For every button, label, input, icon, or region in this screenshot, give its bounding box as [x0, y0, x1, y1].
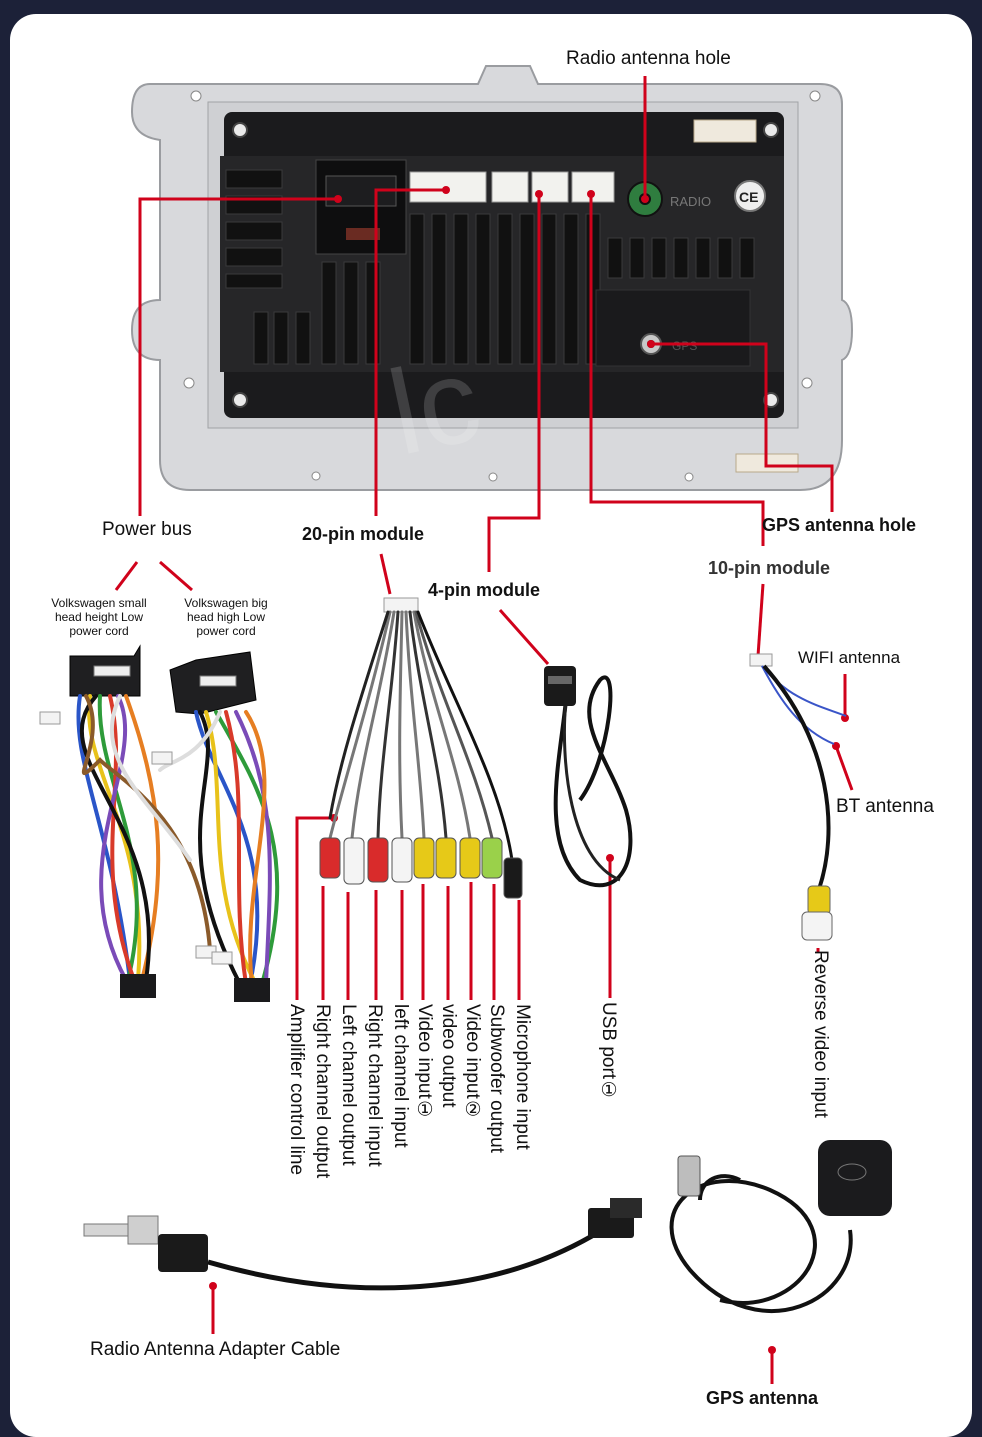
radio-marking: RADIO	[670, 194, 711, 209]
head-unit: RADIO CE GPS lc	[130, 65, 854, 491]
antenna-cable	[749, 653, 847, 941]
rca-label-video-input-2: Video input②	[462, 1004, 483, 1121]
reverse-video-input-label: Reverse video input	[810, 950, 831, 1118]
pin10-module-label: 10-pin module	[708, 558, 831, 578]
rca-label-left-channel-input: left channel input	[390, 1004, 411, 1148]
radio-antenna-hole-label: Radio antenna hole	[566, 48, 731, 69]
rca-cable	[319, 597, 523, 899]
rca-label-amplifier-control-line: Amplifier control line	[286, 1004, 307, 1176]
rca-label-right-channel-input: Right channel input	[364, 1004, 385, 1167]
gps-antenna-hole-label: GPS antenna hole	[762, 515, 917, 535]
power-harness-big	[151, 651, 280, 1002]
usb-port-label: USB port①	[598, 1002, 619, 1102]
radio-adapter	[83, 1198, 642, 1291]
rca-label-video-input-1: Video input①	[414, 1004, 435, 1121]
bt-antenna-label: BT antenna	[836, 796, 934, 817]
power-bus-label: Power bus	[102, 519, 192, 540]
pin20-module-label: 20-pin module	[302, 524, 425, 544]
leader-lines	[114, 76, 854, 1384]
radio-adapter-cable-label: Radio Antenna Adapter Cable	[90, 1339, 341, 1360]
rca-label-right-channel-output: Right channel output	[312, 1004, 333, 1179]
vw-big-cord-label: Volkswagen big head high Low power cord	[184, 596, 268, 638]
rca-label-left-channel-output: Left channel output	[338, 1004, 359, 1166]
ce-mark: CE	[739, 189, 758, 205]
wifi-antenna-label: WIFI antenna	[798, 648, 901, 667]
usb-cable	[544, 666, 633, 888]
gps-antenna	[669, 1140, 892, 1313]
power-harness-small	[39, 644, 217, 998]
gps-antenna-label: GPS antenna	[706, 1388, 819, 1408]
vw-small-cord-label: Volkswagen small head height Low power c…	[51, 596, 147, 638]
rca-label-video-output: video output	[438, 1004, 459, 1108]
pin4-module-label: 4-pin module	[428, 580, 540, 600]
rca-label-microphone-input: Microphone input	[512, 1004, 533, 1150]
gps-marking: GPS	[672, 339, 697, 353]
rca-label-subwoofer-output: Subwoofer output	[486, 1004, 507, 1153]
